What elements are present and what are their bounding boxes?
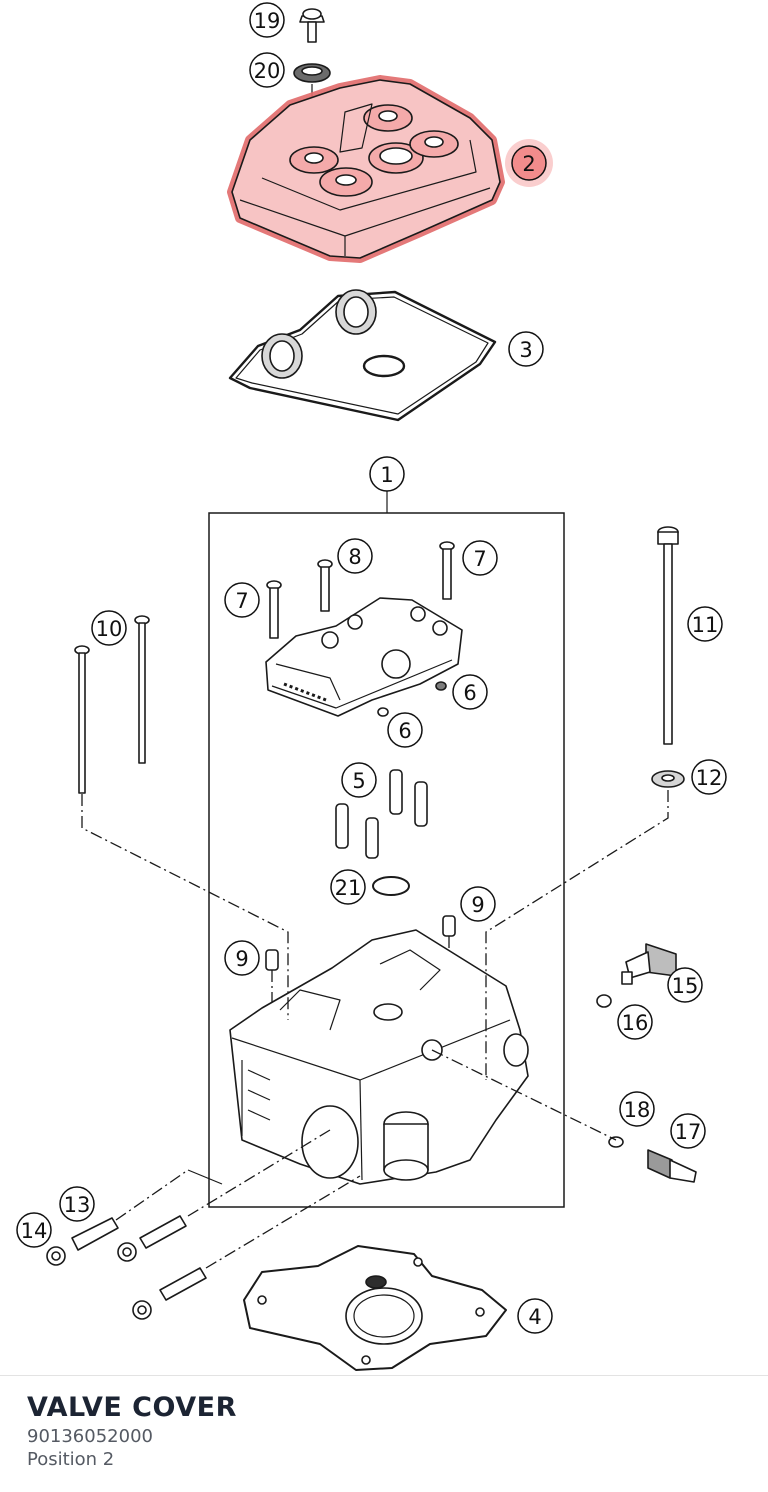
callout-21[interactable]: 21 [330, 869, 366, 905]
svg-text:3: 3 [519, 338, 532, 362]
part-8-bolt[interactable] [317, 559, 333, 612]
part-6-dowel-right[interactable] [435, 681, 447, 691]
callout-12[interactable]: 12 [691, 759, 727, 795]
camshaft-bearing-bridge [265, 597, 463, 717]
part-3-gasket[interactable] [228, 289, 497, 422]
part-16-seal-ring[interactable] [596, 994, 612, 1008]
part-2-valve-cover[interactable] [227, 75, 505, 263]
part-18-seal-ring[interactable] [608, 1136, 624, 1148]
part-title: VALVE COVER [27, 1392, 237, 1423]
part-9-dowel-pin-left[interactable] [265, 949, 279, 971]
callout-4[interactable]: 4 [517, 1298, 553, 1334]
part-11-long-bolt[interactable] [657, 526, 679, 745]
svg-text:13: 13 [64, 1193, 91, 1217]
svg-text:20: 20 [254, 59, 281, 83]
callout-18[interactable]: 18 [619, 1091, 655, 1127]
cylinder-head-group-frame [208, 512, 565, 1208]
svg-text:9: 9 [235, 947, 248, 971]
callout-6-right[interactable]: 6 [452, 674, 488, 710]
part-7-bolt-right[interactable] [439, 541, 455, 600]
callout-6-left[interactable]: 6 [387, 712, 423, 748]
svg-text:9: 9 [471, 893, 484, 917]
part-position: Position 2 [27, 1449, 115, 1470]
svg-text:8: 8 [348, 545, 361, 569]
part-14-nut-2[interactable] [117, 1242, 137, 1262]
callout-5[interactable]: 5 [341, 762, 377, 798]
part-6-dowel-left[interactable] [377, 707, 389, 717]
callout-15[interactable]: 15 [667, 967, 703, 1003]
callout-9-right[interactable]: 9 [460, 886, 496, 922]
part-21-o-ring[interactable] [372, 876, 410, 896]
svg-text:6: 6 [463, 681, 476, 705]
svg-text:7: 7 [235, 589, 248, 613]
cylinder-head [229, 929, 529, 1185]
svg-text:6: 6 [398, 719, 411, 743]
callout-16[interactable]: 16 [617, 1004, 653, 1040]
callout-13[interactable]: 13 [59, 1186, 95, 1222]
callout-9-left[interactable]: 9 [224, 940, 260, 976]
svg-text:7: 7 [473, 547, 486, 571]
svg-text:16: 16 [622, 1011, 649, 1035]
part-number: 90136052000 [27, 1426, 153, 1447]
callout-11[interactable]: 11 [687, 606, 723, 642]
callout-3[interactable]: 3 [508, 331, 544, 367]
callout-20[interactable]: 20 [249, 52, 285, 88]
callout-1[interactable]: 1 [369, 456, 405, 492]
svg-text:1: 1 [380, 463, 393, 487]
part-20-seal-washer[interactable] [293, 63, 331, 83]
svg-text:10: 10 [96, 617, 123, 641]
svg-text:12: 12 [696, 766, 723, 790]
callout-14[interactable]: 14 [16, 1212, 52, 1248]
svg-text:4: 4 [528, 1305, 541, 1329]
part-4-cylinder-head-gasket[interactable] [243, 1245, 507, 1371]
svg-text:5: 5 [352, 769, 365, 793]
part-14-nut-1[interactable] [46, 1246, 66, 1266]
part-13-stud-3[interactable] [159, 1267, 207, 1301]
part-7-bolt-left[interactable] [266, 580, 282, 639]
callout-7-right[interactable]: 7 [462, 540, 498, 576]
callout-7-left[interactable]: 7 [224, 582, 260, 618]
callout-10[interactable]: 10 [91, 610, 127, 646]
svg-text:17: 17 [675, 1120, 702, 1144]
callout-19[interactable]: 19 [249, 2, 285, 38]
callout-8[interactable]: 8 [337, 538, 373, 574]
svg-text:14: 14 [21, 1219, 48, 1243]
svg-text:11: 11 [692, 613, 719, 637]
part-info-panel: VALVE COVER 90136052000 Position 2 [0, 1375, 768, 1492]
part-13-stud-2[interactable] [139, 1215, 187, 1249]
svg-text:19: 19 [254, 9, 281, 33]
part-13-stud-1[interactable] [71, 1217, 119, 1251]
part-9-dowel-pin-right[interactable] [442, 915, 456, 937]
part-19-bolt[interactable] [299, 8, 325, 43]
part-14-nut-3[interactable] [132, 1300, 152, 1320]
exploded-parts-diagram: 19 20 2 3 1 8 7 7 10 11 6 6 [16, 2, 727, 1371]
svg-text:15: 15 [672, 974, 699, 998]
svg-text:2: 2 [522, 152, 535, 176]
svg-text:21: 21 [335, 876, 362, 900]
part-15-temperature-sensor[interactable] [621, 943, 677, 985]
part-12-washer[interactable] [651, 770, 685, 788]
part-5-valve-guides[interactable] [335, 769, 428, 859]
part-17-sensor[interactable] [647, 1149, 697, 1183]
part-10-bolt-right[interactable] [134, 615, 150, 764]
callout-2[interactable]: 2 [505, 139, 553, 187]
callout-17[interactable]: 17 [670, 1113, 706, 1149]
part-10-bolt-left[interactable] [74, 645, 90, 794]
svg-text:18: 18 [624, 1098, 651, 1122]
